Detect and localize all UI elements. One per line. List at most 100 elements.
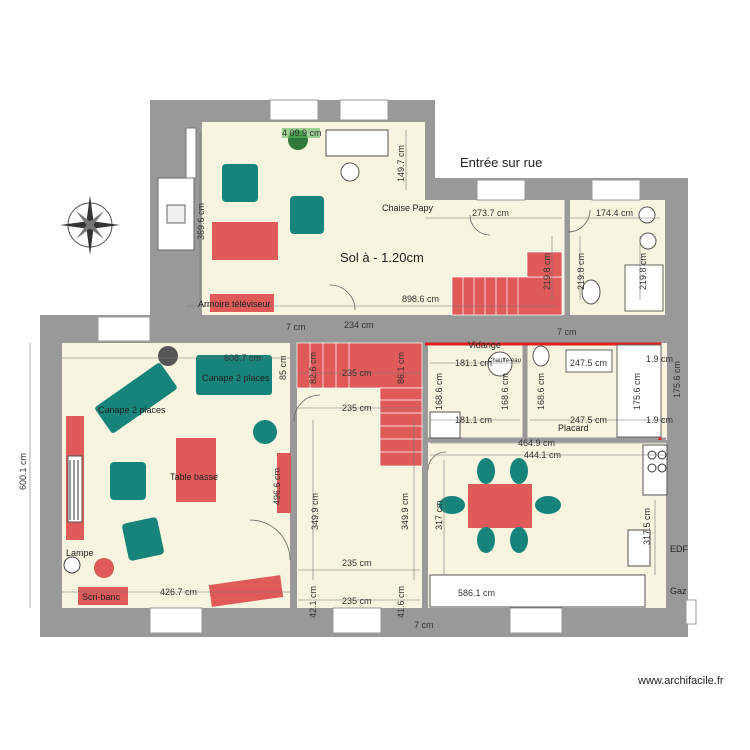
dim: 168.6 cm — [434, 373, 444, 410]
water-heater — [487, 351, 513, 377]
dim: 426.7 cm — [160, 587, 197, 597]
stairs-lower-flight — [379, 387, 423, 467]
dim: 41.6 cm — [396, 586, 406, 618]
label-desk: Scri-banc — [82, 592, 121, 602]
dining-chair — [439, 496, 465, 514]
toilet — [532, 345, 550, 367]
dim: 234 cm — [344, 320, 374, 330]
dim: 349.9 cm — [310, 493, 320, 530]
lamp-icon — [63, 556, 81, 574]
dim: 42.1 cm — [308, 586, 318, 618]
dim: 175.6 cm — [632, 373, 642, 410]
upper-sink — [639, 232, 657, 250]
dim: 317 cm — [434, 500, 444, 530]
dim: 181.1 cm — [455, 358, 492, 368]
dim: 219.8 cm — [638, 253, 648, 290]
stove — [642, 444, 668, 496]
bathtub — [565, 349, 613, 373]
rug — [212, 222, 278, 260]
dim: 608.7 cm — [224, 353, 261, 363]
dim: 7 cm — [414, 620, 434, 630]
dim: 586.1 cm — [458, 588, 495, 598]
compass-icon — [60, 195, 120, 255]
upper-toilet — [581, 279, 601, 305]
dining-table — [468, 484, 532, 528]
dining-chair — [510, 527, 528, 553]
armchair-round — [253, 420, 277, 444]
dim: 247.5 cm — [570, 358, 607, 368]
dim: 7 cm — [557, 327, 577, 337]
dim: 235 cm — [342, 368, 372, 378]
stairs — [296, 251, 563, 467]
dim: 181.1 cm — [455, 415, 492, 425]
dim: 317.5 cm — [642, 508, 652, 545]
label-sofa-1: Canape 2 places — [98, 405, 166, 415]
desk — [325, 129, 389, 157]
internal-walls — [290, 200, 666, 608]
dim: 168.6 cm — [500, 373, 510, 410]
dim: 86.1 cm — [396, 352, 406, 384]
label-tv: Armoire téléviseur — [198, 299, 271, 309]
label-lamp: Lampe — [66, 548, 94, 558]
dim: 82.6 cm — [308, 352, 318, 384]
furniture — [63, 127, 668, 608]
level-note: Sol à - 1.20cm — [340, 250, 424, 265]
dim: 219.8 cm — [542, 253, 552, 290]
coffee-table — [176, 438, 216, 502]
dim: 219.8 cm — [576, 253, 586, 290]
label-gaz: Gaz — [670, 586, 687, 596]
armchair — [290, 196, 324, 234]
armchair — [222, 164, 258, 202]
tv-cabinet — [210, 294, 274, 312]
chair — [94, 558, 114, 578]
dim: 349.9 cm — [400, 493, 410, 530]
dim: 174.4 cm — [596, 208, 633, 218]
dim: 1.9 cm — [646, 415, 673, 425]
dim: 149.7 cm — [396, 145, 406, 182]
dim: 175.6 cm — [672, 361, 682, 398]
dim: 600.1 cm — [18, 453, 28, 490]
armchair — [122, 517, 164, 561]
dim: 85 cm — [278, 355, 288, 380]
plant-icon — [158, 346, 178, 366]
label-placard: Placard — [558, 423, 589, 433]
dining-chair — [535, 496, 561, 514]
dim: 4 09.9 cm — [282, 128, 322, 138]
dim: 464.9 cm — [518, 438, 555, 448]
watermark: www.archifacile.fr — [637, 675, 724, 687]
dim: 496.6 cm — [272, 468, 282, 505]
label-table-basse: Table basse — [170, 472, 218, 482]
dimension-lines — [29, 130, 665, 608]
scri-banc — [78, 587, 128, 605]
dim: 247.5 cm — [570, 415, 607, 425]
dim: 444.1 cm — [524, 450, 561, 460]
shower — [616, 344, 662, 438]
entry-note: Entrée sur rue — [460, 155, 542, 170]
label-chauffe: Chauffe-eau — [488, 358, 521, 364]
washing-machine — [429, 411, 461, 439]
dining-chair — [477, 458, 495, 484]
dim: 168.6 cm — [536, 373, 546, 410]
fridge — [627, 529, 651, 567]
stairs-lower-top — [296, 342, 423, 389]
sofa-diagonal — [95, 363, 177, 433]
label-vidange: Vidange — [468, 340, 501, 350]
dim: 235 cm — [342, 596, 372, 606]
desk-chair — [340, 162, 360, 182]
kitchen-counter — [429, 574, 646, 608]
armchair — [110, 462, 146, 500]
hall-cabinet — [277, 453, 291, 513]
dining-chair — [510, 458, 528, 484]
label-edf: EDF — [670, 544, 689, 554]
dim: 1.9 cm — [646, 354, 673, 364]
labels: Sol à - 1.20cm Entrée sur rue www.archif… — [18, 128, 724, 687]
dim: 273.7 cm — [472, 208, 509, 218]
dim: 235 cm — [342, 403, 372, 413]
dining-chair — [477, 527, 495, 553]
upper-shower — [624, 264, 664, 312]
label-chair: Chaise Papy — [382, 203, 434, 213]
dim: 898.6 cm — [402, 294, 439, 304]
sofa-top — [196, 355, 272, 395]
label-sofa-2: Canape 2 places — [202, 373, 270, 383]
